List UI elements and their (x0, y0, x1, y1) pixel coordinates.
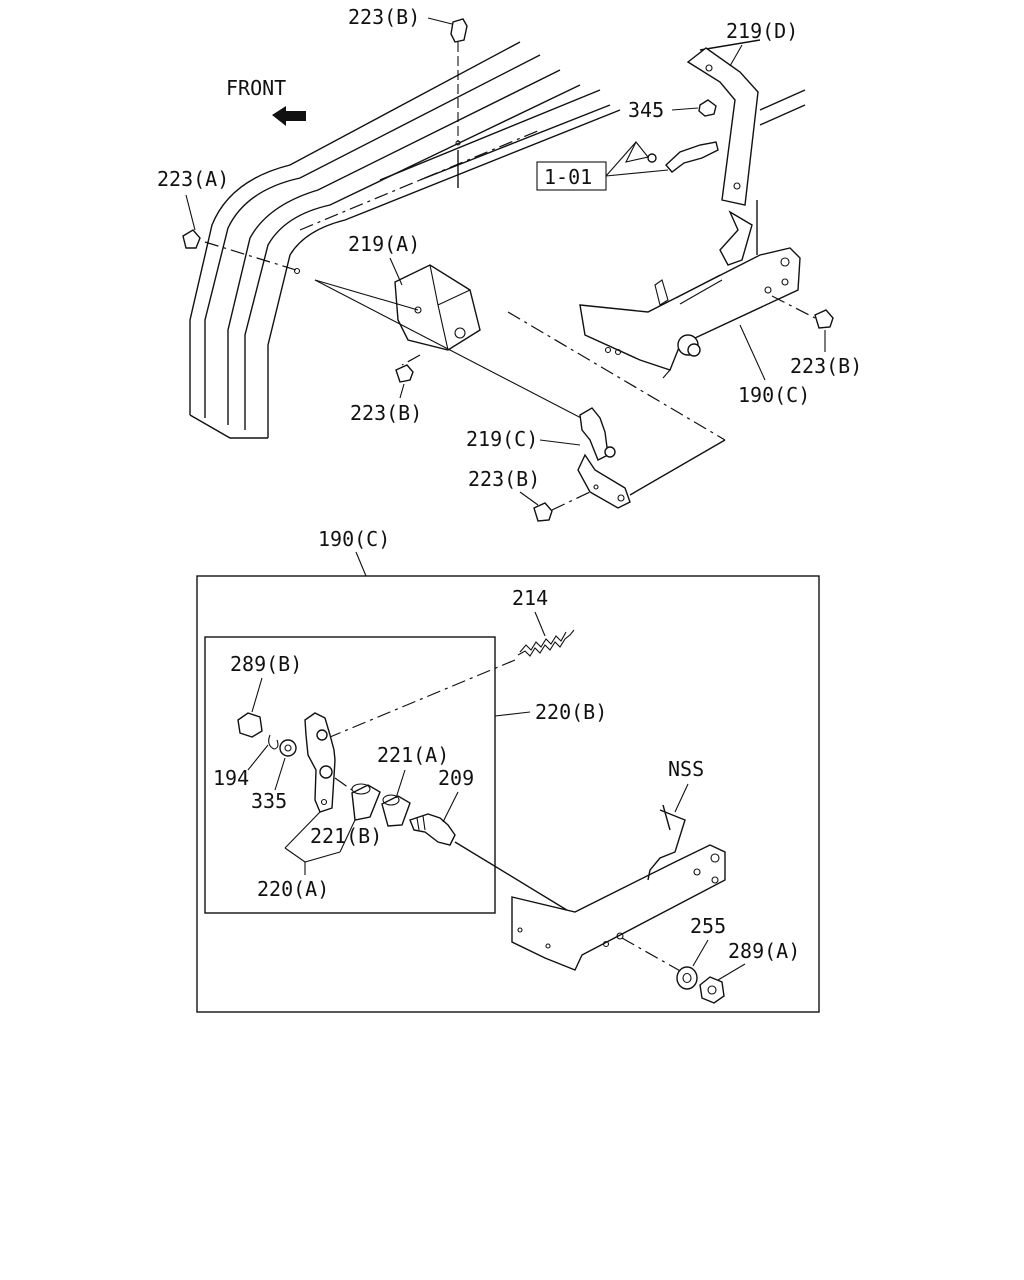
pin-209-icon (409, 813, 456, 846)
bolt-icon (533, 502, 553, 522)
label-223b-mid: 223(B) (350, 401, 422, 425)
bracket-190c-upper (579, 200, 801, 379)
label-219a: 219(A) (348, 232, 420, 256)
label-194: 194 (213, 766, 249, 790)
bracket-219d (686, 47, 759, 206)
label-219c: 219(C) (466, 427, 538, 451)
link-219c (577, 407, 631, 509)
label-214: 214 (512, 586, 548, 610)
label-220b: 220(B) (535, 700, 607, 724)
label-190c-right: 190(C) (738, 383, 810, 407)
label-335: 335 (251, 789, 287, 813)
bolt-icon (450, 18, 468, 146)
label-255: 255 (690, 914, 726, 938)
detail-box-220b (204, 636, 496, 914)
label-223b-right: 223(B) (790, 354, 862, 378)
label-223a: 223(A) (157, 167, 229, 191)
bushing-221a-icon (381, 794, 411, 827)
label-345: 345 (628, 98, 664, 122)
clip-icon (268, 734, 279, 750)
washer-icon (279, 739, 297, 757)
frame-outline (189, 39, 806, 439)
label-190c-box: 190(C) (318, 527, 390, 551)
bolt-icon (395, 364, 414, 383)
bolt-icon (814, 309, 834, 329)
label-nss: NSS (668, 757, 704, 781)
label-289b: 289(B) (230, 652, 302, 676)
front-label: FRONT (226, 76, 286, 100)
label-223b-low: 223(B) (468, 467, 540, 491)
bracket-nss (511, 804, 726, 971)
cable-end-icon (647, 141, 719, 173)
label-223b-top: 223(B) (348, 5, 420, 29)
nut-icon (698, 99, 717, 117)
label-209: 209 (438, 766, 474, 790)
label-1-01: 1-01 (544, 165, 592, 189)
detail-box-190c (196, 575, 820, 1013)
label-289a: 289(A) (728, 939, 800, 963)
label-221b: 221(B) (310, 824, 382, 848)
nut-icon (237, 712, 263, 738)
spring-icon (517, 629, 575, 657)
nut-icon (699, 976, 725, 1004)
label-221a: 221(A) (377, 743, 449, 767)
lever-220a (304, 712, 336, 813)
bolt-icon (182, 229, 301, 275)
label-219d: 219(D) (726, 19, 798, 43)
front-arrow-icon (272, 106, 306, 126)
bushing-221b-icon (351, 783, 381, 821)
washer-icon (676, 966, 698, 990)
label-220a: 220(A) (257, 877, 329, 901)
